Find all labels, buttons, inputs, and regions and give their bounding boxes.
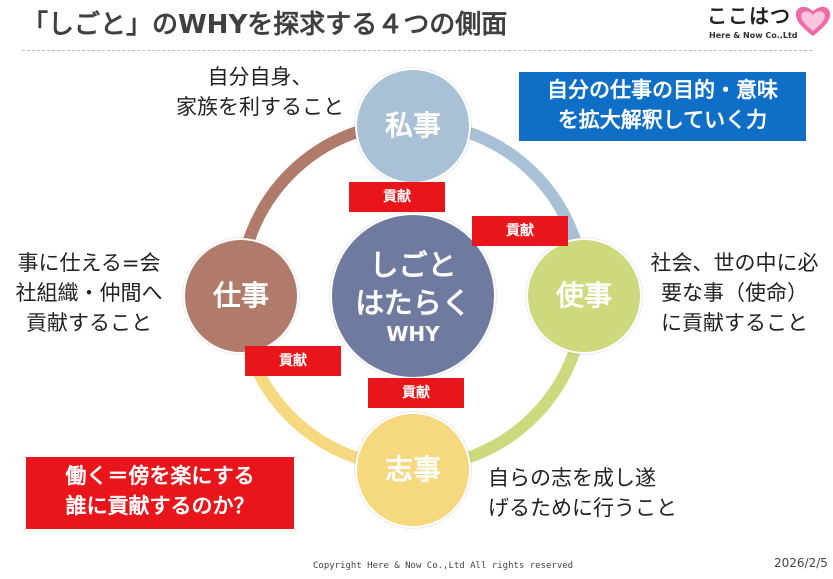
center-circle: しごと はたらく WHY: [330, 213, 496, 379]
desc-line: 社会、世の中に必: [650, 251, 819, 275]
slide-date: 2026/2/5: [774, 556, 828, 570]
contribution-tag: 貢献: [368, 378, 464, 408]
title-divider: [22, 50, 812, 51]
desc-line: 要な事（使命）: [661, 281, 808, 305]
node-watakushigoto: 私事: [355, 68, 471, 184]
callout-line: 自分の仕事の目的・意味: [547, 78, 778, 102]
desc-line: に貢献すること: [661, 311, 808, 335]
slide-title: 「しごと」のWHYを探求する４つの側面: [22, 10, 508, 40]
desc-left: 事に仕える=会社組織・仲間へ貢献すること: [4, 248, 174, 338]
desc-line: 貢献すること: [26, 311, 152, 335]
contribution-tag: 貢献: [245, 346, 341, 376]
desc-right: 社会、世の中に必要な事（使命） に貢献すること: [638, 248, 831, 338]
desc-line: げるために行うこと: [488, 496, 677, 520]
logo-subtitle: Here & Now Co.,Ltd: [709, 31, 798, 40]
blue-callout: 自分の仕事の目的・意味を拡大解釈していく力: [519, 72, 806, 141]
heart-logo-icon: [795, 6, 831, 37]
desc-line: 事に仕える=会: [17, 251, 161, 275]
center-line1: しごと: [369, 248, 457, 282]
desc-line: 自分自身、: [207, 65, 313, 89]
callout-line: 誰に貢献するのか？: [65, 494, 255, 518]
contribution-tag: 貢献: [472, 216, 568, 246]
logo-text: ここはつ: [707, 4, 791, 28]
desc-line: 家族を利すること: [176, 95, 344, 119]
callout-line: を拡大解釈していく力: [557, 108, 768, 132]
center-line2: はたらく: [355, 286, 471, 320]
contribution-tag: 貢献: [349, 182, 445, 212]
node-shigoto-aspiration: 志事: [355, 412, 471, 528]
node-shigoto-mission: 使事: [526, 238, 642, 354]
desc-bottom: 自らの志を成し遂げるために行うこと: [488, 463, 677, 523]
desc-top: 自分自身、家族を利すること: [170, 62, 350, 122]
red-callout: 働く＝傍を楽にする誰に貢献するのか？: [26, 457, 294, 529]
desc-line: 自らの志を成し遂: [488, 466, 656, 490]
callout-line: 働く＝傍を楽にする: [65, 464, 255, 488]
node-shigoto-serve: 仕事: [183, 238, 299, 354]
copyright: Copyright Here & Now Co.,Ltd All rights …: [313, 561, 574, 571]
desc-line: 社組織・仲間へ: [15, 281, 163, 305]
center-line3: WHY: [386, 322, 440, 346]
